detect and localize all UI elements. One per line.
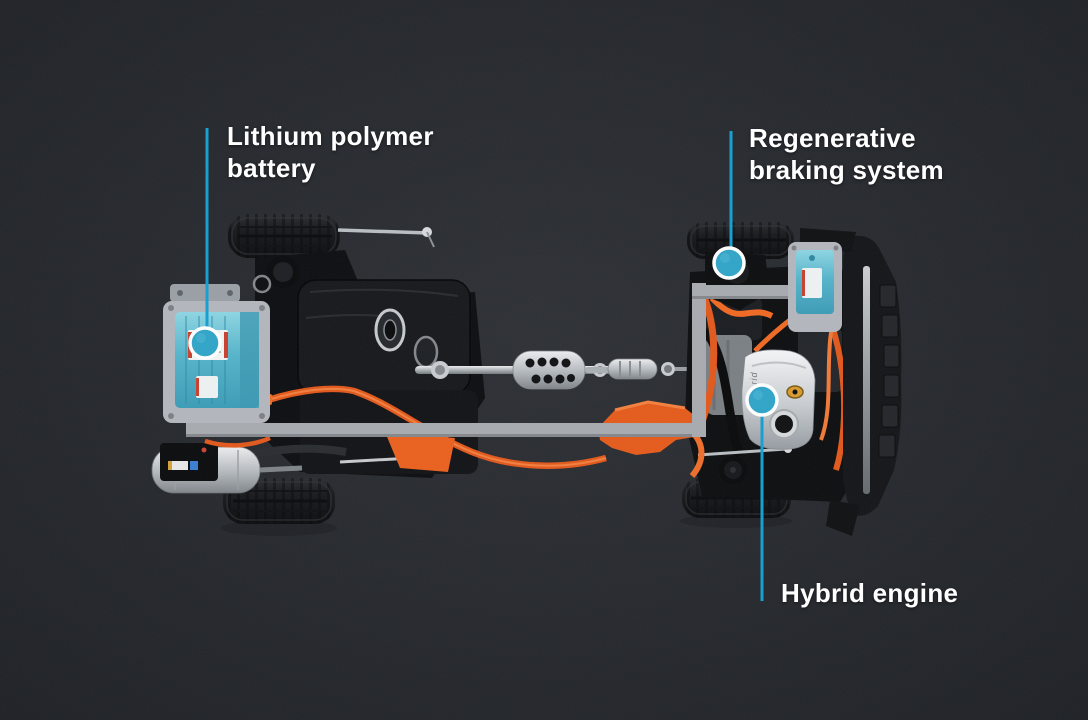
engine-label: Hybrid engine	[781, 578, 959, 608]
regen-label: Regenerative braking system	[749, 123, 944, 185]
battery-label: Lithium polymer battery	[227, 121, 434, 183]
